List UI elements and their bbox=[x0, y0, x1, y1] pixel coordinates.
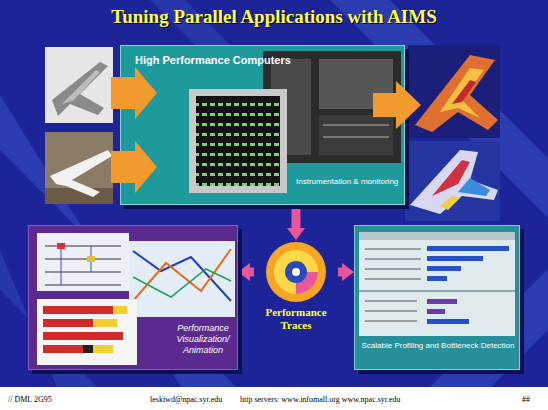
visualization-screens-part bbox=[37, 299, 137, 365]
profiling-screen-part bbox=[427, 309, 445, 314]
profiling-screen-part bbox=[427, 276, 447, 281]
visualization-panel: Performance Visualization/ Animation bbox=[28, 225, 238, 370]
slide-title: Tuning Parallel Applications with AIMS bbox=[0, 6, 548, 28]
profiling-screen-part bbox=[365, 259, 421, 260]
visualization-screens-part bbox=[43, 345, 83, 353]
visualization-screens-part bbox=[43, 306, 113, 314]
footer-servers: http servers: www.infomall.org www.npac.… bbox=[240, 395, 401, 404]
profiling-screen-part bbox=[427, 256, 483, 261]
aircraft-photo-part bbox=[45, 132, 113, 204]
footer-email: leskiwd@npac.syr.edu bbox=[150, 395, 222, 404]
visualization-screens-part bbox=[61, 246, 62, 285]
aircraft-flow-plot bbox=[408, 45, 500, 138]
trace-disc-part bbox=[266, 242, 326, 302]
visualization-screens-part bbox=[113, 306, 127, 314]
aircraft-flow-plot-part bbox=[408, 45, 500, 138]
stage-label: Instrumentation & monitoring bbox=[296, 177, 401, 187]
slide-background-part bbox=[0, 0, 548, 387]
aircraft-pressure-plot-part bbox=[440, 196, 460, 210]
visualization-screens-part bbox=[45, 259, 121, 260]
computer-illustration-part bbox=[373, 81, 421, 129]
aircraft-pressure-plot bbox=[405, 141, 500, 221]
computer-illustration-part bbox=[319, 115, 393, 155]
visualization-screens-part bbox=[129, 241, 235, 317]
computer-illustration-part bbox=[196, 96, 280, 186]
computer-illustration-part bbox=[111, 67, 157, 119]
disc-label: Performance Traces bbox=[254, 306, 338, 332]
aircraft-flow-plot-part bbox=[415, 55, 498, 132]
visualization-screens-part bbox=[87, 256, 95, 262]
visualization-screens-part bbox=[57, 243, 65, 249]
flow-arrow bbox=[250, 268, 254, 277]
aircraft-drawing bbox=[45, 47, 113, 123]
aircraft-drawing-part bbox=[52, 62, 108, 116]
profiling-screen-part bbox=[427, 299, 457, 304]
profiling-screen-part bbox=[359, 232, 515, 240]
profiling-screen-part bbox=[365, 321, 417, 322]
computer-illustration-part bbox=[196, 96, 280, 186]
profiling-screen-part bbox=[365, 249, 421, 250]
trace-disc-part bbox=[274, 250, 318, 294]
panel-label: Performance Visualization/ Animation bbox=[169, 323, 237, 355]
visualization-screens-part bbox=[93, 345, 113, 353]
aircraft-photo bbox=[45, 132, 113, 204]
aircraft-flow-plot-part bbox=[440, 68, 484, 118]
visualization-screens-part bbox=[37, 233, 129, 291]
computers-panel: High Performance ComputersInstrumentatio… bbox=[120, 45, 405, 205]
visualization-screens-part bbox=[43, 319, 93, 327]
profiling-screen-part bbox=[365, 279, 421, 280]
profiling-screen-part bbox=[427, 246, 509, 251]
profiling-screen-part bbox=[427, 266, 461, 271]
trace-disc-part bbox=[285, 261, 307, 283]
computer-illustration-part bbox=[323, 124, 389, 126]
panel-label: Scalable Profiling and Bottleneck Detect… bbox=[359, 341, 517, 351]
profiling-screen-part bbox=[365, 311, 417, 312]
profiling-panel: Scalable Profiling and Bottleneck Detect… bbox=[354, 225, 520, 370]
visualization-screens-part bbox=[45, 285, 121, 286]
visualization-screens-part bbox=[133, 269, 231, 297]
aircraft-pressure-plot-part bbox=[405, 141, 500, 221]
slide-background-part bbox=[0, 387, 548, 410]
trace-disc-part bbox=[292, 268, 300, 276]
computer-illustration-part bbox=[111, 141, 157, 193]
visualization-screens-part bbox=[83, 345, 93, 353]
visualization-screens-part bbox=[45, 246, 121, 247]
flow-arrow bbox=[338, 268, 342, 277]
aircraft-drawing-part bbox=[62, 70, 100, 104]
profiling-screen-part bbox=[365, 269, 421, 270]
computer-illustration-part bbox=[323, 136, 389, 138]
flow-arrow bbox=[292, 205, 301, 228]
profiling-screen-part bbox=[427, 319, 469, 324]
panel-heading: High Performance Computers bbox=[135, 54, 365, 67]
visualization-screens-part bbox=[43, 332, 123, 340]
aircraft-flow-plot-part bbox=[452, 80, 476, 104]
traces-disc: Performance Traces bbox=[254, 240, 338, 340]
computer-illustration-part bbox=[189, 89, 287, 193]
visualization-screens-part bbox=[93, 319, 117, 327]
profiling-screen-part bbox=[359, 290, 515, 292]
visualization-screens-part bbox=[45, 272, 121, 273]
aircraft-photo-part bbox=[50, 150, 112, 197]
aircraft-pressure-plot-part bbox=[410, 150, 498, 214]
visualization-screens-part bbox=[133, 249, 231, 301]
aircraft-drawing-part bbox=[45, 47, 113, 123]
footer-page-number: ## bbox=[522, 395, 530, 404]
footer-id: // DML 2G95 bbox=[8, 395, 52, 404]
profiling-screen-part bbox=[365, 301, 417, 302]
profiling-screen-part bbox=[359, 232, 515, 336]
aircraft-pressure-plot-part bbox=[458, 178, 490, 196]
